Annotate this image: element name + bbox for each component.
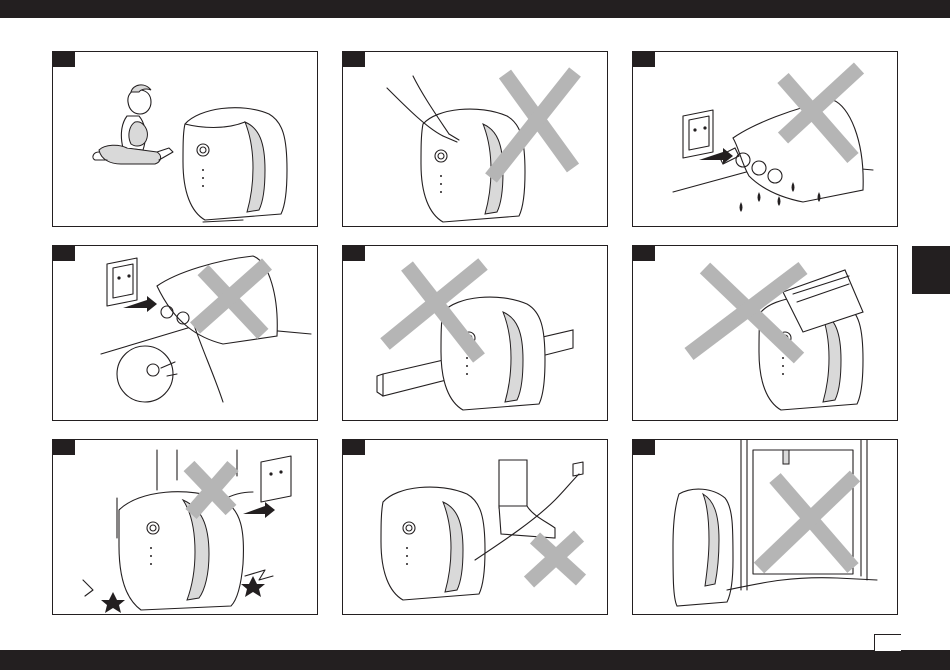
wet-hands-plug-illustration <box>633 52 898 227</box>
illustration-panel-7 <box>52 439 318 615</box>
illustration-panel-1 <box>52 51 318 227</box>
page-number-box <box>874 634 901 651</box>
dropped-heater-illustration <box>53 440 318 615</box>
illustration-panel-4 <box>52 245 318 421</box>
pliers-on-housing-illustration <box>343 52 608 227</box>
illustration-panel-5 <box>342 245 608 421</box>
heater-in-doorway-illustration <box>633 440 898 615</box>
illustration-panel-2 <box>342 51 608 227</box>
child-beside-heater-illustration <box>53 52 318 227</box>
cord-under-foot-illustration <box>343 440 608 615</box>
illustration-panel-9 <box>632 439 898 615</box>
illustration-panel-3 <box>632 51 898 227</box>
illustration-panel-6 <box>632 245 898 421</box>
plug-with-damaged-cord-illustration <box>53 246 318 421</box>
bottom-bar <box>0 650 950 670</box>
section-tab <box>912 246 950 294</box>
heater-on-shelf-edge-illustration <box>343 246 608 421</box>
illustration-panel-8 <box>342 439 608 615</box>
covered-heater-illustration <box>633 246 898 421</box>
top-bar <box>0 0 950 18</box>
